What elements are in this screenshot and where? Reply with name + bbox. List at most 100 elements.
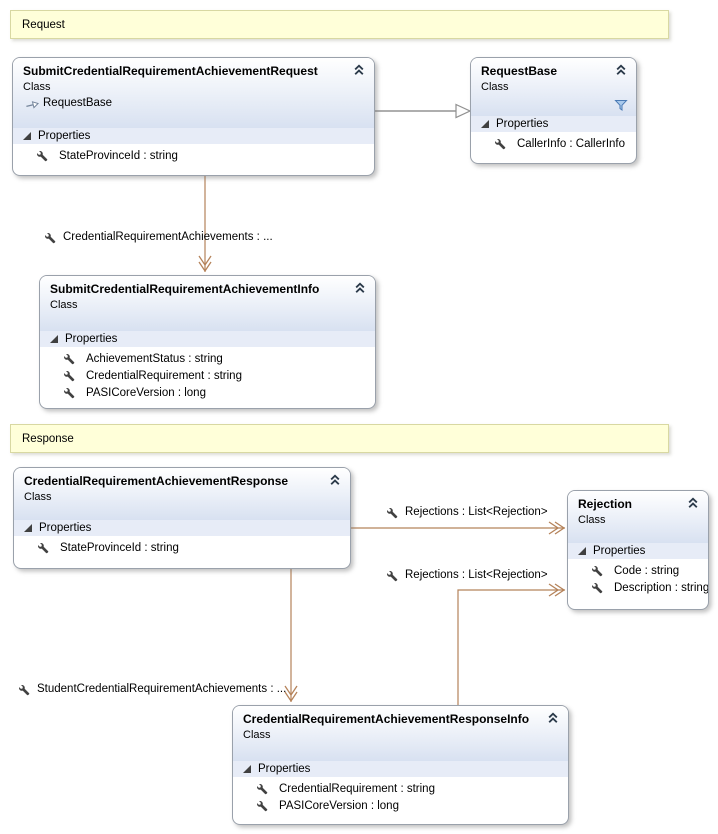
wrench-icon	[256, 800, 268, 812]
connector-label-rejections-2[interactable]: Rejections : List<Rejection>	[386, 569, 548, 583]
collapse-chevron-icon[interactable]	[352, 64, 366, 76]
property-text: AchievementStatus : string	[86, 353, 223, 365]
class-header: RequestBase Class	[471, 58, 636, 116]
wrench-icon	[18, 684, 30, 696]
class-title: SubmitCredentialRequirementAchievementIn…	[50, 282, 320, 296]
property-row[interactable]: CredentialRequirement : string	[40, 368, 375, 385]
class-title: CredentialRequirementAchievementResponse…	[243, 712, 530, 726]
class-header: SubmitCredentialRequirementAchievementRe…	[13, 58, 374, 128]
connector-label-text: Rejections : List<Rejection>	[405, 506, 548, 518]
connector-label-text: Rejections : List<Rejection>	[405, 569, 548, 581]
property-row[interactable]: CallerInfo : CallerInfo	[471, 136, 636, 153]
wrench-icon	[63, 387, 75, 399]
class-header: SubmitCredentialRequirementAchievementIn…	[40, 276, 375, 331]
connector-label-student-credential-requirement-achievements[interactable]: StudentCredentialRequirementAchievements…	[18, 683, 286, 697]
collapse-chevron-icon[interactable]	[328, 474, 342, 486]
expander-triangle-icon[interactable]	[24, 524, 32, 532]
class-header: CredentialRequirementAchievementResponse…	[233, 706, 568, 761]
connector-label-text: StudentCredentialRequirementAchievements…	[37, 683, 287, 695]
class-kind: Class	[481, 81, 509, 93]
wrench-icon	[494, 138, 506, 150]
expander-triangle-icon[interactable]	[481, 120, 489, 128]
inheritance-connector[interactable]	[373, 103, 472, 119]
class-box-credential-requirement-achievement-response-info[interactable]: CredentialRequirementAchievementResponse…	[232, 705, 569, 825]
class-title: SubmitCredentialRequirementAchievementRe…	[23, 64, 318, 78]
request-lane-label: Request	[22, 18, 65, 31]
class-box-request-base[interactable]: RequestBase Class Properties CallerInfo …	[470, 57, 637, 164]
property-text: StateProvinceId : string	[59, 150, 178, 162]
class-title: CredentialRequirementAchievementResponse	[24, 474, 289, 488]
expander-triangle-icon[interactable]	[578, 547, 586, 555]
property-text: CredentialRequirement : string	[86, 370, 242, 382]
expander-triangle-icon[interactable]	[50, 335, 58, 343]
properties-section-header[interactable]: Properties	[13, 128, 374, 144]
properties-section-header[interactable]: Properties	[233, 761, 568, 777]
wrench-icon	[591, 565, 603, 577]
wrench-icon	[37, 542, 49, 554]
wrench-icon	[386, 507, 398, 519]
collapse-chevron-icon[interactable]	[614, 64, 628, 76]
collapse-chevron-icon[interactable]	[686, 497, 700, 509]
properties-section-header[interactable]: Properties	[40, 331, 375, 347]
properties-section-label: Properties	[39, 522, 92, 534]
property-row[interactable]: PASICoreVersion : long	[40, 385, 375, 402]
properties-section-label: Properties	[496, 118, 549, 130]
response-lane[interactable]: Response	[10, 424, 669, 453]
properties-section-header[interactable]: Properties	[14, 520, 350, 536]
property-row[interactable]: StateProvinceId : string	[14, 540, 350, 557]
response-lane-label: Response	[22, 432, 74, 445]
properties-section-header[interactable]: Properties	[471, 116, 636, 132]
property-row[interactable]: Code : string	[568, 563, 708, 580]
expander-triangle-icon[interactable]	[23, 132, 31, 140]
request-lane[interactable]: Request	[10, 10, 669, 39]
property-text: PASICoreVersion : long	[86, 387, 206, 399]
collapse-chevron-icon[interactable]	[353, 282, 367, 294]
class-header: Rejection Class	[568, 491, 708, 543]
base-class-name: RequestBase	[43, 97, 113, 109]
class-header: CredentialRequirementAchievementResponse…	[14, 468, 350, 520]
class-kind: Class	[23, 81, 51, 93]
properties-section-label: Properties	[65, 333, 118, 345]
class-title: Rejection	[578, 497, 633, 511]
connector-label-text: CredentialRequirementAchievements : ...	[63, 231, 273, 243]
property-text: StateProvinceId : string	[60, 542, 179, 554]
expander-triangle-icon[interactable]	[243, 765, 251, 773]
property-row[interactable]: Description : string	[568, 580, 708, 597]
class-kind: Class	[24, 491, 52, 503]
property-row[interactable]: CredentialRequirement : string	[233, 781, 568, 798]
properties-section-label: Properties	[38, 130, 91, 142]
property-text: Description : string	[614, 582, 709, 594]
properties-section-header[interactable]: Properties	[568, 543, 708, 559]
class-title: RequestBase	[481, 64, 558, 78]
properties-section-label: Properties	[593, 545, 646, 557]
class-box-credential-requirement-achievement-response[interactable]: CredentialRequirementAchievementResponse…	[13, 467, 351, 569]
property-row[interactable]: AchievementStatus : string	[40, 351, 375, 368]
association-rejections-2[interactable]	[457, 583, 566, 705]
properties-section-label: Properties	[258, 763, 311, 775]
class-kind: Class	[243, 729, 271, 741]
class-box-submit-credential-requirement-achievement-request[interactable]: SubmitCredentialRequirementAchievementRe…	[12, 57, 375, 176]
wrench-icon	[386, 570, 398, 582]
property-text: CallerInfo : CallerInfo	[517, 138, 626, 150]
connector-label-rejections-1[interactable]: Rejections : List<Rejection>	[386, 506, 548, 520]
property-row[interactable]: PASICoreVersion : long	[233, 798, 568, 815]
property-text: CredentialRequirement : string	[279, 783, 435, 795]
connector-label-credential-requirement-achievements[interactable]: CredentialRequirementAchievements : ...	[44, 231, 273, 245]
collapse-chevron-icon[interactable]	[546, 712, 560, 724]
wrench-icon	[591, 582, 603, 594]
property-text: PASICoreVersion : long	[279, 800, 399, 812]
inherits-arrow-icon	[26, 101, 39, 109]
class-box-rejection[interactable]: Rejection Class Properties Code : string	[567, 490, 709, 610]
filter-icon[interactable]	[614, 99, 628, 112]
class-kind: Class	[50, 299, 78, 311]
wrench-icon	[63, 370, 75, 382]
wrench-icon	[44, 232, 56, 244]
wrench-icon	[256, 783, 268, 795]
wrench-icon	[63, 353, 75, 365]
class-box-submit-credential-requirement-achievement-info[interactable]: SubmitCredentialRequirementAchievementIn…	[39, 275, 376, 409]
property-text: Code : string	[614, 565, 680, 577]
property-row[interactable]: StateProvinceId : string	[13, 148, 374, 165]
wrench-icon	[36, 150, 48, 162]
